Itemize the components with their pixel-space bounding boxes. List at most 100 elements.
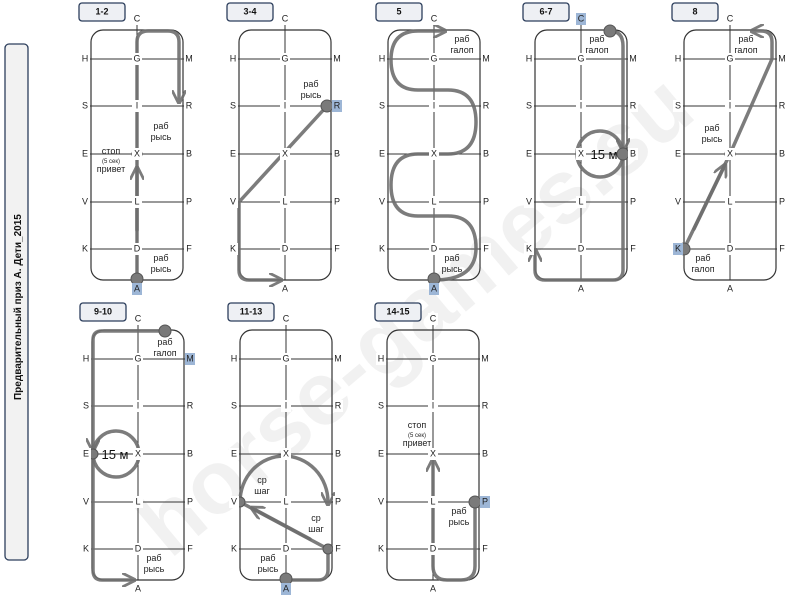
start-point: [320, 99, 334, 113]
arena-letter-H: H: [379, 53, 386, 63]
arena-letter-S: S: [83, 400, 89, 410]
note: раб: [454, 34, 469, 44]
arena-letter-A: A: [431, 283, 437, 293]
highlighted-letter-bg: [673, 243, 683, 255]
letter-bg: [281, 496, 291, 508]
arena-letter-X: X: [431, 148, 437, 158]
movement-header: [375, 2, 423, 22]
letter-bg: [80, 148, 90, 160]
arena-letter-F: F: [779, 243, 785, 253]
letter-bg: [524, 196, 534, 208]
letter-bg: [428, 543, 438, 555]
arena-letter-G: G: [282, 353, 289, 363]
movement-number: 6-7: [539, 6, 552, 16]
arena-letter-C: C: [578, 13, 585, 23]
arena-letter-B: B: [779, 148, 785, 158]
letter-bg: [184, 100, 194, 112]
arena-letter-P: P: [779, 196, 785, 206]
letter-bg: [185, 496, 195, 508]
arena-letter-R: R: [779, 100, 786, 110]
letter-bg: [480, 448, 490, 460]
arena-letter-K: K: [675, 243, 681, 253]
arena-letter-F: F: [334, 243, 340, 253]
arena-letter-E: E: [379, 148, 385, 158]
note: раб: [153, 121, 168, 131]
arena-letter-D: D: [578, 243, 585, 253]
letter-bg: [725, 196, 735, 208]
letter-bg: [376, 448, 386, 460]
letter-bg: [333, 543, 343, 555]
letter-bg: [524, 53, 534, 65]
letter-bg: [333, 400, 343, 412]
letter-bg: [132, 100, 142, 112]
letter-bg: [184, 196, 194, 208]
arena-letter-E: E: [83, 448, 89, 458]
arena-letter-B: B: [334, 148, 340, 158]
arena-letter-H: H: [675, 53, 682, 63]
movement-number: 8: [692, 6, 697, 16]
letter-bg: [80, 53, 90, 65]
arena-letter-F: F: [187, 543, 193, 553]
letter-bg: [229, 400, 239, 412]
letter-bg: [429, 196, 439, 208]
arena-letter-L: L: [283, 496, 288, 506]
highlighted-letter-bg: [429, 283, 439, 295]
arena-letter-I: I: [729, 100, 732, 110]
letter-bg: [725, 100, 735, 112]
letter-bg: [281, 543, 291, 555]
note: рысь: [258, 564, 279, 574]
start-point: [603, 24, 617, 38]
arena-letter-P: P: [630, 196, 636, 206]
letter-bg: [229, 496, 239, 508]
movement-header: [227, 302, 275, 322]
movement-number: 14-15: [386, 306, 409, 316]
arena-letter-S: S: [230, 100, 236, 110]
letter-bg: [332, 148, 342, 160]
letter-bg: [777, 196, 787, 208]
arena-letter-A: A: [282, 283, 288, 293]
arena-letter-G: G: [134, 353, 141, 363]
movement-number: 3-4: [243, 6, 256, 16]
movement-header: [522, 2, 570, 22]
arena-letter-V: V: [230, 196, 236, 206]
highlighted-letter-bg: [332, 100, 342, 112]
arena-letter-C: C: [134, 13, 141, 23]
letter-bg: [133, 496, 143, 508]
letter-bg: [184, 148, 194, 160]
letter-bg: [429, 243, 439, 255]
arena-letter-V: V: [83, 496, 89, 506]
start-point: [468, 495, 482, 509]
arena-letter-K: K: [231, 543, 237, 553]
arena-letter-B: B: [186, 148, 192, 158]
letter-bg: [725, 13, 735, 25]
arena-letter-I: I: [580, 100, 583, 110]
note: рысь: [449, 517, 470, 527]
letter-bg: [281, 400, 291, 412]
letter-bg: [428, 313, 438, 325]
arena-letter-X: X: [430, 448, 436, 458]
note: раб: [444, 253, 459, 263]
arena-letter-F: F: [335, 543, 341, 553]
arena-letter-P: P: [335, 496, 341, 506]
sidebar-title: Предварительный приз А. Дети_2015: [13, 214, 24, 400]
arena-letter-A: A: [134, 283, 140, 293]
arena-letter-M: M: [482, 53, 490, 63]
letter-bg: [429, 53, 439, 65]
letter-bg: [481, 100, 491, 112]
arena-letter-S: S: [526, 100, 532, 110]
letter-bg: [332, 243, 342, 255]
arena-letter-G: G: [281, 53, 288, 63]
arena-letter-M: M: [334, 353, 342, 363]
letter-bg: [481, 53, 491, 65]
arena-letter-R: R: [186, 100, 193, 110]
letter-bg: [185, 448, 195, 460]
route-path: [93, 329, 167, 448]
arena-letter-M: M: [481, 353, 489, 363]
letter-bg: [428, 353, 438, 365]
arena-letter-I: I: [136, 100, 139, 110]
letter-bg: [376, 353, 386, 365]
movement-header: [226, 2, 274, 22]
arena-letter-S: S: [231, 400, 237, 410]
arena-letter-C: C: [431, 13, 438, 23]
